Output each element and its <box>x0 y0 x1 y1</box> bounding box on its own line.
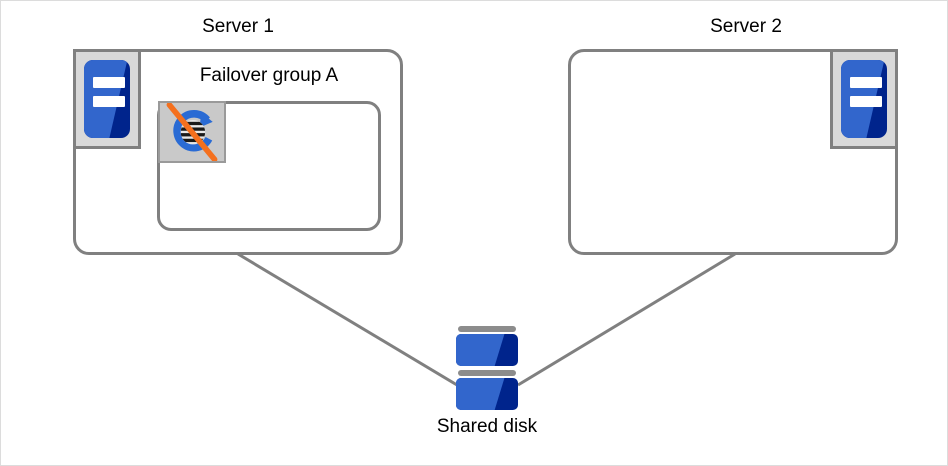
server-icon <box>830 49 898 149</box>
server-icon-body <box>841 60 887 138</box>
shared-disk-icon <box>456 326 518 410</box>
server2-label: Server 2 <box>710 16 782 37</box>
server-icon-bar-bottom <box>93 96 125 107</box>
group-resource-disabled-icon <box>158 101 226 163</box>
server-icon-bar-bottom <box>850 96 882 107</box>
server1-label: Server 1 <box>202 16 274 37</box>
link-server2-to-shared-disk <box>517 252 736 387</box>
shared-disk-label: Shared disk <box>436 416 538 437</box>
disk-unit-plate <box>456 378 518 410</box>
failover-group-a-label: Failover group A <box>199 65 339 86</box>
server-icon <box>73 49 141 149</box>
disk-unit-cap <box>458 326 516 332</box>
disk-unit-plate <box>456 334 518 366</box>
server-icon-bar-top <box>93 77 125 88</box>
server-icon-body <box>84 60 130 138</box>
disk-unit-cap <box>458 370 516 376</box>
link-server1-to-shared-disk <box>237 252 458 387</box>
server-icon-bar-top <box>850 77 882 88</box>
